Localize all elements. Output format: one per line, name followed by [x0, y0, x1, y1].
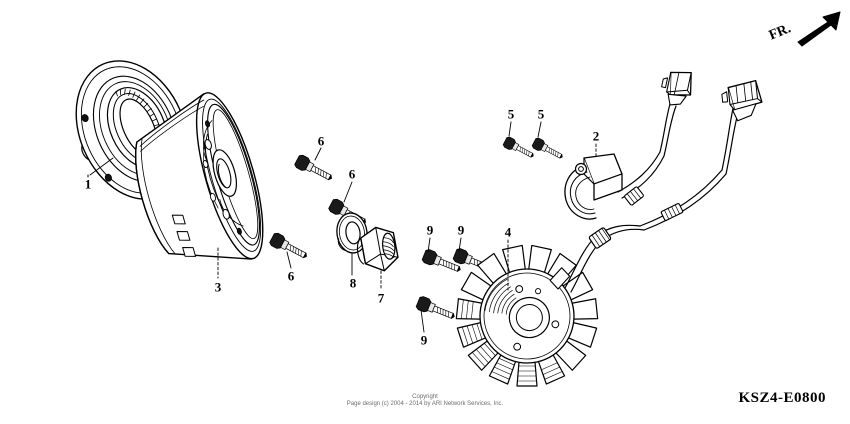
- callout-9-bolt-upper-left: 9: [426, 222, 434, 238]
- callout-5-bolt-left: 5: [507, 106, 515, 122]
- wire-connector-right: [721, 80, 763, 122]
- part-stator-bolts: [414, 237, 495, 333]
- callout-7-flange-nut: 7: [377, 290, 385, 306]
- fr-arrow-icon: [797, 11, 841, 47]
- part-flange-nut: [356, 226, 399, 291]
- part-flywheel-rotor: [135, 92, 264, 279]
- fr-label: FR.: [767, 21, 794, 44]
- callout-8-washer: 8: [349, 275, 357, 291]
- callout-5-bolt-right: 5: [537, 106, 545, 122]
- part-number-label: KSZ4-E0800: [738, 390, 826, 406]
- part-pulse-generator-bolts: [501, 121, 566, 163]
- wire-connector-left: [661, 71, 692, 106]
- orientation-marker: FR.: [767, 8, 840, 52]
- callout-9-bolt-lower: 9: [420, 332, 428, 348]
- part-flywheel-bolts: [268, 147, 370, 269]
- callout-3-flywheel: 3: [214, 279, 222, 295]
- part-stator-assembly: [455, 239, 599, 387]
- callout-9-bolt-upper-right: 9: [457, 222, 465, 238]
- callout-2-pulse-generator: 2: [592, 128, 600, 144]
- callout-4-stator: 4: [504, 224, 512, 240]
- callout-6-bolt-middle: 6: [348, 166, 356, 182]
- callout-6-bolt-lower: 6: [287, 268, 295, 284]
- callout-1-starter-clutch-outer: 1: [84, 176, 92, 192]
- part-pulse-generator: [564, 143, 623, 220]
- wire-harness: [564, 71, 763, 293]
- callout-6-bolt-upper: 6: [317, 133, 325, 149]
